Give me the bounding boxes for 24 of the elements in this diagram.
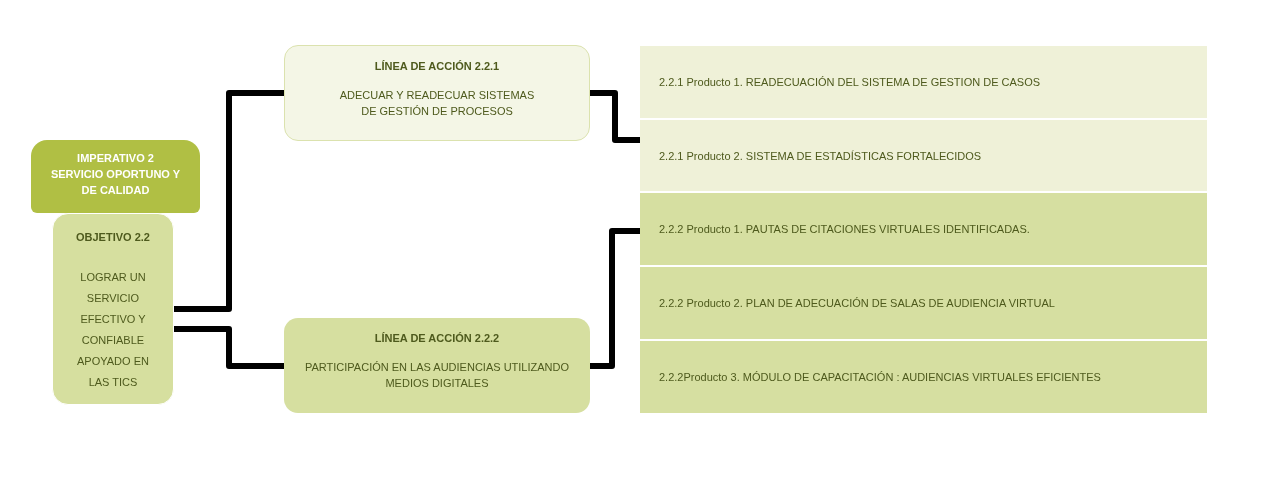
box-text: LOGRAR UN SERVICIO EFECTIVO Y CONFIABLE APOYADO EN LAS TICS bbox=[76, 270, 150, 390]
box-text: ADECUAR Y READECUAR SISTEMAS DE GESTIÓN DE PROCESOS bbox=[338, 88, 536, 119]
product-text: 2.2.1 Producto 1. READECUACIÓN DEL SISTEMA DE GESTION DE CASOS bbox=[659, 75, 1041, 90]
box-heading: OBJETIVO 2.2 bbox=[76, 230, 150, 245]
product-row bbox=[640, 46, 1207, 118]
product-text: 2.2.2 Producto 1. PAUTAS DE CITACIONES VIRTUALES IDENTIFICADAS. bbox=[659, 222, 1030, 237]
product-text: 2.2.1 Producto 2. SISTEMA DE ESTADÍSTICAS FORTALECIDOS bbox=[659, 148, 982, 164]
connector-line bbox=[590, 228, 640, 369]
objective-box bbox=[52, 213, 174, 405]
imperative-box bbox=[31, 140, 200, 213]
product-text: 2.2.2 Producto 2. PLAN DE ADECUACIÓN DE SALAS DE AUDIENCIA VIRTUAL bbox=[659, 296, 1055, 311]
product-row bbox=[640, 120, 1207, 191]
box-text: PARTICIPACIÓN EN LAS AUDIENCIAS UTILIZANDO MEDIOS DIGITALES bbox=[303, 360, 571, 391]
product-row bbox=[640, 193, 1207, 265]
box-heading: IMPERATIVO 2 bbox=[77, 151, 154, 166]
box-heading: LÍNEA DE ACCIÓN 2.2.1 bbox=[374, 59, 500, 74]
connector-line bbox=[174, 326, 284, 369]
connector-line bbox=[590, 90, 640, 143]
product-row bbox=[640, 267, 1207, 339]
product-row bbox=[640, 341, 1207, 413]
box-text: SERVICIO OPORTUNO Y DE CALIDAD bbox=[49, 167, 182, 198]
connector-line bbox=[174, 90, 284, 312]
product-text: 2.2.2Producto 3. MÓDULO DE CAPACITACIÓN : AUDIENCIAS VIRTUALES EFICIENTES bbox=[659, 370, 1101, 385]
box-heading: LÍNEA DE ACCIÓN 2.2.2 bbox=[374, 331, 500, 346]
